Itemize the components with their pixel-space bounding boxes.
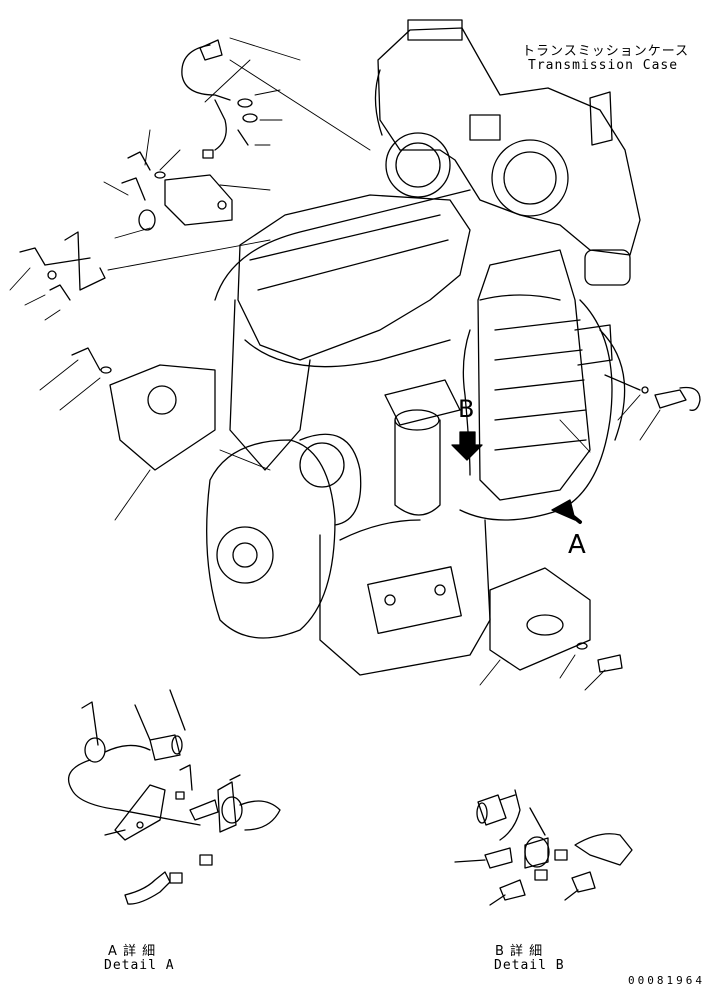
drawing-number: 00081964 xyxy=(628,974,705,987)
arrow-a-label: A xyxy=(568,530,586,560)
torque-converter xyxy=(207,434,361,638)
hydraulic-hoses xyxy=(215,190,625,540)
arrow-b-label: B xyxy=(458,395,475,423)
detail-b-drawing xyxy=(455,790,632,905)
bracket-left xyxy=(20,232,105,300)
detail-a-title-jp: A 詳 細 xyxy=(108,944,157,959)
transmission-case-label-jp: トランスミッションケース xyxy=(522,44,690,59)
sensor-right xyxy=(605,375,700,410)
detail-a-title-en: Detail A xyxy=(104,958,175,973)
support-bracket-right xyxy=(490,568,622,672)
engine-block xyxy=(230,195,490,675)
arrow-b xyxy=(452,432,482,460)
bolts-upper xyxy=(122,99,257,230)
control-valve xyxy=(478,250,630,500)
leader-lines xyxy=(10,38,660,690)
detail-b-title-en: Detail B xyxy=(494,958,565,973)
arrow-a xyxy=(552,500,580,522)
support-bracket-left xyxy=(72,348,215,470)
sensor-harness-upper xyxy=(182,40,230,158)
transmission-case-label-en: Transmission Case xyxy=(528,58,679,73)
fuel-filter xyxy=(385,380,460,515)
bracket-upper xyxy=(165,175,232,225)
detail-b-title-jp: B 詳 細 xyxy=(495,944,544,959)
detail-a-drawing xyxy=(69,690,280,904)
